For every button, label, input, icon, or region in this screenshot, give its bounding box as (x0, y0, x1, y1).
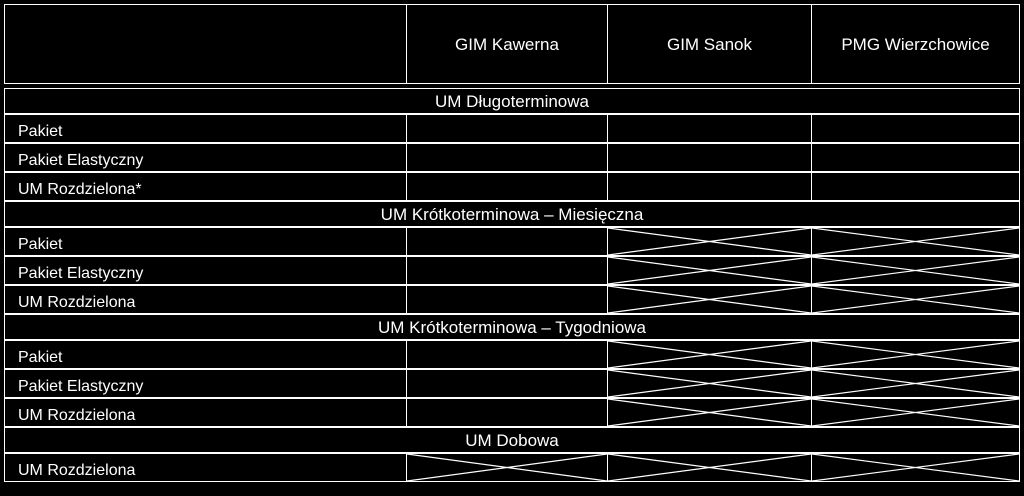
empty-cell (406, 340, 608, 369)
empty-cell (406, 369, 608, 398)
section-header: UM Dobowa (4, 427, 1020, 453)
cross-out-mark (608, 399, 811, 426)
empty-cell (406, 172, 608, 201)
header-corner-cell (4, 4, 407, 84)
crossed-out-cell (811, 398, 1020, 427)
row-label: Pakiet (4, 340, 407, 369)
crossed-out-cell (607, 285, 812, 314)
cross-out-mark (608, 370, 811, 397)
row-label: UM Rozdzielona* (4, 172, 407, 201)
crossed-out-cell (811, 340, 1020, 369)
crossed-out-cell (406, 453, 608, 482)
column-header-gim-kawerna: GIM Kawerna (406, 4, 608, 84)
empty-cell (607, 172, 812, 201)
cross-out-mark (608, 228, 811, 255)
crossed-out-cell (811, 369, 1020, 398)
empty-cell (406, 227, 608, 256)
empty-cell (406, 256, 608, 285)
crossed-out-cell (811, 256, 1020, 285)
crossed-out-cell (607, 369, 812, 398)
empty-cell (811, 172, 1020, 201)
crossed-out-cell (811, 453, 1020, 482)
crossed-out-cell (811, 285, 1020, 314)
cross-out-mark (608, 257, 811, 284)
empty-cell (811, 143, 1020, 172)
cross-out-mark (812, 399, 1019, 426)
section-header: UM Krótkoterminowa – Tygodniowa (4, 314, 1020, 340)
row-label: Pakiet (4, 114, 407, 143)
empty-cell (811, 114, 1020, 143)
cross-out-mark (608, 286, 811, 313)
cross-out-mark (812, 228, 1019, 255)
row-label: Pakiet (4, 227, 407, 256)
cross-out-mark (608, 341, 811, 368)
cross-out-mark (812, 286, 1019, 313)
crossed-out-cell (607, 227, 812, 256)
row-label: Pakiet Elastyczny (4, 143, 407, 172)
section-header: UM Krótkoterminowa – Miesięczna (4, 201, 1020, 227)
row-label: UM Rozdzielona (4, 285, 407, 314)
cross-out-mark (812, 370, 1019, 397)
column-header-pmg-wierzchowice: PMG Wierzchowice (811, 4, 1020, 84)
row-label: UM Rozdzielona (4, 398, 407, 427)
crossed-out-cell (607, 340, 812, 369)
row-label: UM Rozdzielona (4, 453, 407, 482)
cross-out-mark (608, 454, 811, 481)
empty-cell (406, 114, 608, 143)
column-header-gim-sanok: GIM Sanok (607, 4, 812, 84)
crossed-out-cell (811, 227, 1020, 256)
row-label: Pakiet Elastyczny (4, 369, 407, 398)
empty-cell (406, 143, 608, 172)
cross-out-mark (812, 454, 1019, 481)
empty-cell (607, 114, 812, 143)
empty-cell (406, 398, 608, 427)
cross-out-mark (812, 341, 1019, 368)
crossed-out-cell (607, 453, 812, 482)
crossed-out-cell (607, 256, 812, 285)
empty-cell (406, 285, 608, 314)
cross-out-mark (407, 454, 607, 481)
crossed-out-cell (607, 398, 812, 427)
section-header: UM Długoterminowa (4, 88, 1020, 114)
row-label: Pakiet Elastyczny (4, 256, 407, 285)
cross-out-mark (812, 257, 1019, 284)
empty-cell (607, 143, 812, 172)
